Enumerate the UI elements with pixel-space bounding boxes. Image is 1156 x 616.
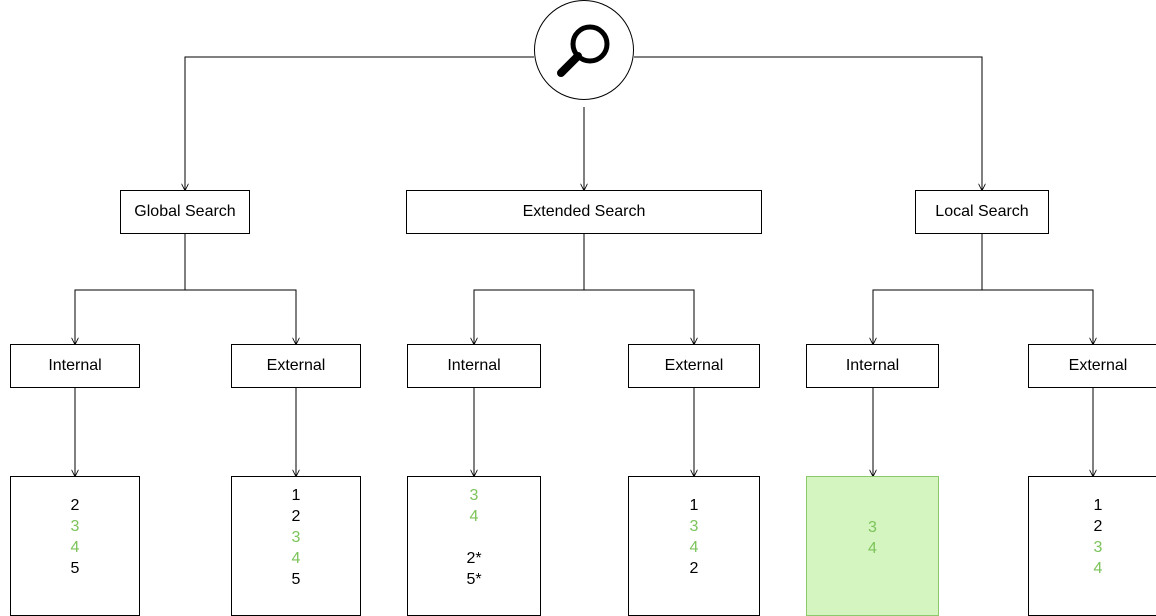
result-item: 4 — [70, 539, 80, 556]
global-external-results: 1 2 3 4 5 — [231, 476, 361, 616]
global-search-label: Global Search — [134, 203, 236, 220]
result-item: 2 — [1093, 518, 1103, 535]
result-item: 2 — [70, 497, 80, 514]
result-item: 2* — [466, 550, 482, 567]
global-external-node: External — [231, 344, 361, 388]
local-external-node: External — [1028, 344, 1156, 388]
result-item: 5 — [291, 571, 301, 588]
extended-external-results: 1 3 4 2 — [628, 476, 760, 616]
result-item: 3 — [469, 487, 479, 504]
result-item: 4 — [291, 550, 301, 567]
extended-search-label: Extended Search — [522, 203, 646, 220]
result-item: 3 — [868, 519, 877, 536]
result-item: 3 — [291, 529, 301, 546]
extended-external-node: External — [628, 344, 760, 388]
result-item: 5* — [466, 571, 482, 588]
magnifier-icon — [557, 24, 610, 77]
global-internal-label: Internal — [48, 357, 102, 374]
global-search-node: Global Search — [120, 190, 250, 234]
result-item: 1 — [291, 487, 301, 504]
result-item: 4 — [1093, 560, 1103, 577]
result-item: 4 — [469, 508, 479, 525]
result-item: 1 — [689, 497, 699, 514]
extended-external-label: External — [664, 357, 724, 374]
global-internal-node: Internal — [10, 344, 140, 388]
extended-internal-node: Internal — [407, 344, 541, 388]
local-search-label: Local Search — [935, 203, 1029, 220]
extended-internal-label: Internal — [447, 357, 501, 374]
local-search-node: Local Search — [915, 190, 1049, 234]
result-item: 4 — [868, 540, 877, 557]
result-item: 2 — [689, 560, 699, 577]
result-item: 2 — [291, 508, 301, 525]
result-item: 5 — [70, 560, 80, 577]
local-internal-node: Internal — [806, 344, 939, 388]
local-external-label: External — [1068, 357, 1128, 374]
root-search-node — [534, 0, 634, 100]
connector-lines — [0, 56, 1156, 598]
result-item: 1 — [1093, 497, 1103, 514]
global-internal-results: 2 3 4 5 — [10, 476, 140, 616]
extended-internal-results: 3 4 2* 5* — [407, 476, 541, 616]
local-external-results: 1 2 3 4 — [1028, 476, 1156, 616]
result-item: 4 — [689, 539, 699, 556]
extended-search-node: Extended Search — [406, 190, 762, 234]
result-item — [408, 527, 540, 548]
result-item: 3 — [689, 518, 699, 535]
result-item: 3 — [1093, 539, 1103, 556]
local-internal-label: Internal — [845, 357, 900, 374]
result-item: 3 — [70, 518, 80, 535]
global-external-label: External — [266, 357, 326, 374]
